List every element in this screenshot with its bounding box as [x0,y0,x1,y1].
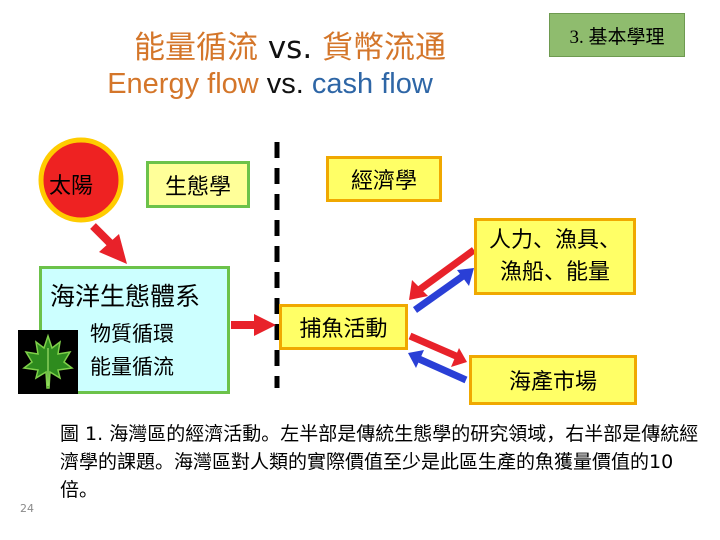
fishing-to-market-arrowhead [451,348,467,367]
title-cash-zh: 貨幣流通 [322,30,447,66]
title-line-2: Energy flow vs. cash flow [30,68,510,101]
title-vs-1: vs. [257,30,323,66]
slide-number: 24 [20,502,34,515]
fishing-activity-box: 捕魚活動 [279,304,408,350]
inputs-line-1: 人力、漁具、 [488,227,621,253]
title-vs-2: vs. [258,68,312,100]
marine-to-fishing-arrowhead [254,314,276,336]
figure-caption: 圖 1. 海灣區的經濟活動。左半部是傳統生態學的研究領域，右半部是傳統經濟學的課… [60,423,699,501]
market-to-fishing-arrowhead [408,350,424,368]
sun-to-marine-arrow [90,223,114,247]
sun-label: 太陽 [49,174,94,199]
inputs-to-fishing-arrowhead [409,280,428,300]
energy-flow-label: 能量循流 [90,355,174,379]
inputs-box: 人力、漁具、 漁船、能量 [474,218,636,295]
market-to-fishing-arrow [417,355,468,384]
marine-ecosystem-title: 海洋生態體系 [50,282,201,311]
fishing-to-inputs-arrowhead [457,268,474,286]
fishing-to-inputs-arrow [412,273,466,313]
inputs-to-fishing-arrow [416,247,477,293]
title-energy-zh: 能量循流 [133,30,258,66]
fishing-to-market-arrow [408,332,458,360]
seafood-market-box: 海產市場 [469,355,637,405]
inputs-line-2: 漁船、能量 [499,259,610,285]
section-tag: 3. 基本學理 [549,13,685,57]
material-cycle-label: 物質循環 [90,322,174,346]
sun-to-marine-arrowhead [99,234,127,264]
maple-leaf-icon [18,330,78,394]
title-energy-en: Energy flow [107,68,259,100]
title-line-1: 能量循流 vs. 貨幣流通 [60,22,520,67]
ecology-box: 生態學 [146,161,250,208]
economics-box: 經濟學 [326,156,442,202]
sun-circle [38,137,124,223]
title-cash-en: cash flow [311,68,433,100]
